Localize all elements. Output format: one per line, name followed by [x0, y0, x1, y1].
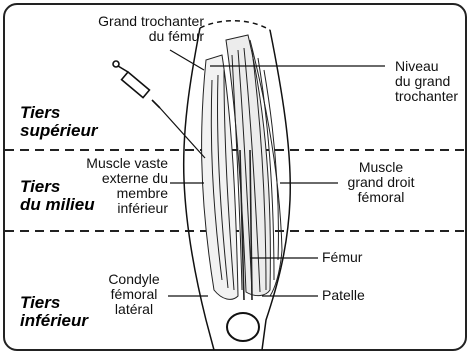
tier-lower-line2: inférieur [20, 312, 88, 330]
label-condyle-line1: Condyle [96, 272, 172, 287]
label-grand-trochanter-line1: Grand trochanter [54, 14, 204, 29]
label-vaste-line4: inférieur [60, 201, 168, 216]
label-condyle: Condyle fémoral latéral [96, 272, 172, 317]
tier-upper-line2: supérieur [20, 122, 97, 140]
label-niveau-line1: Niveau [395, 59, 470, 74]
label-grand-trochanter-line2: du fémur [54, 29, 204, 44]
label-droit-line2: grand droit [336, 175, 426, 190]
muscle-bundles [202, 35, 282, 300]
leader-grand-trochanter [170, 50, 204, 70]
label-femur: Fémur [322, 250, 362, 265]
label-vaste-line1: Muscle vaste [60, 156, 168, 171]
label-patelle: Patelle [322, 288, 365, 303]
tier-lower-line1: Tiers [20, 294, 88, 312]
patella-shape [227, 313, 259, 341]
tier-upper-line1: Tiers [20, 104, 97, 122]
label-condyle-line2: fémoral [96, 287, 172, 302]
label-droit-line1: Muscle [336, 160, 426, 175]
label-droit-line3: fémoral [336, 190, 426, 205]
label-niveau-line2: du grand [395, 74, 470, 89]
label-niveau-line3: trochanter [395, 89, 470, 104]
label-vaste-line3: membre [60, 186, 168, 201]
label-condyle-line3: latéral [96, 302, 172, 317]
tier-upper-label: Tiers supérieur [20, 104, 97, 140]
label-niveau: Niveau du grand trochanter [395, 59, 470, 104]
label-droit: Muscle grand droit fémoral [336, 160, 426, 205]
label-patelle-text: Patelle [322, 288, 365, 303]
label-vaste-line2: externe du [60, 171, 168, 186]
label-vaste: Muscle vaste externe du membre inférieur [60, 156, 168, 216]
label-grand-trochanter: Grand trochanter du fémur [54, 14, 204, 44]
tier-lower-label: Tiers inférieur [20, 294, 88, 330]
label-femur-text: Fémur [322, 250, 362, 265]
